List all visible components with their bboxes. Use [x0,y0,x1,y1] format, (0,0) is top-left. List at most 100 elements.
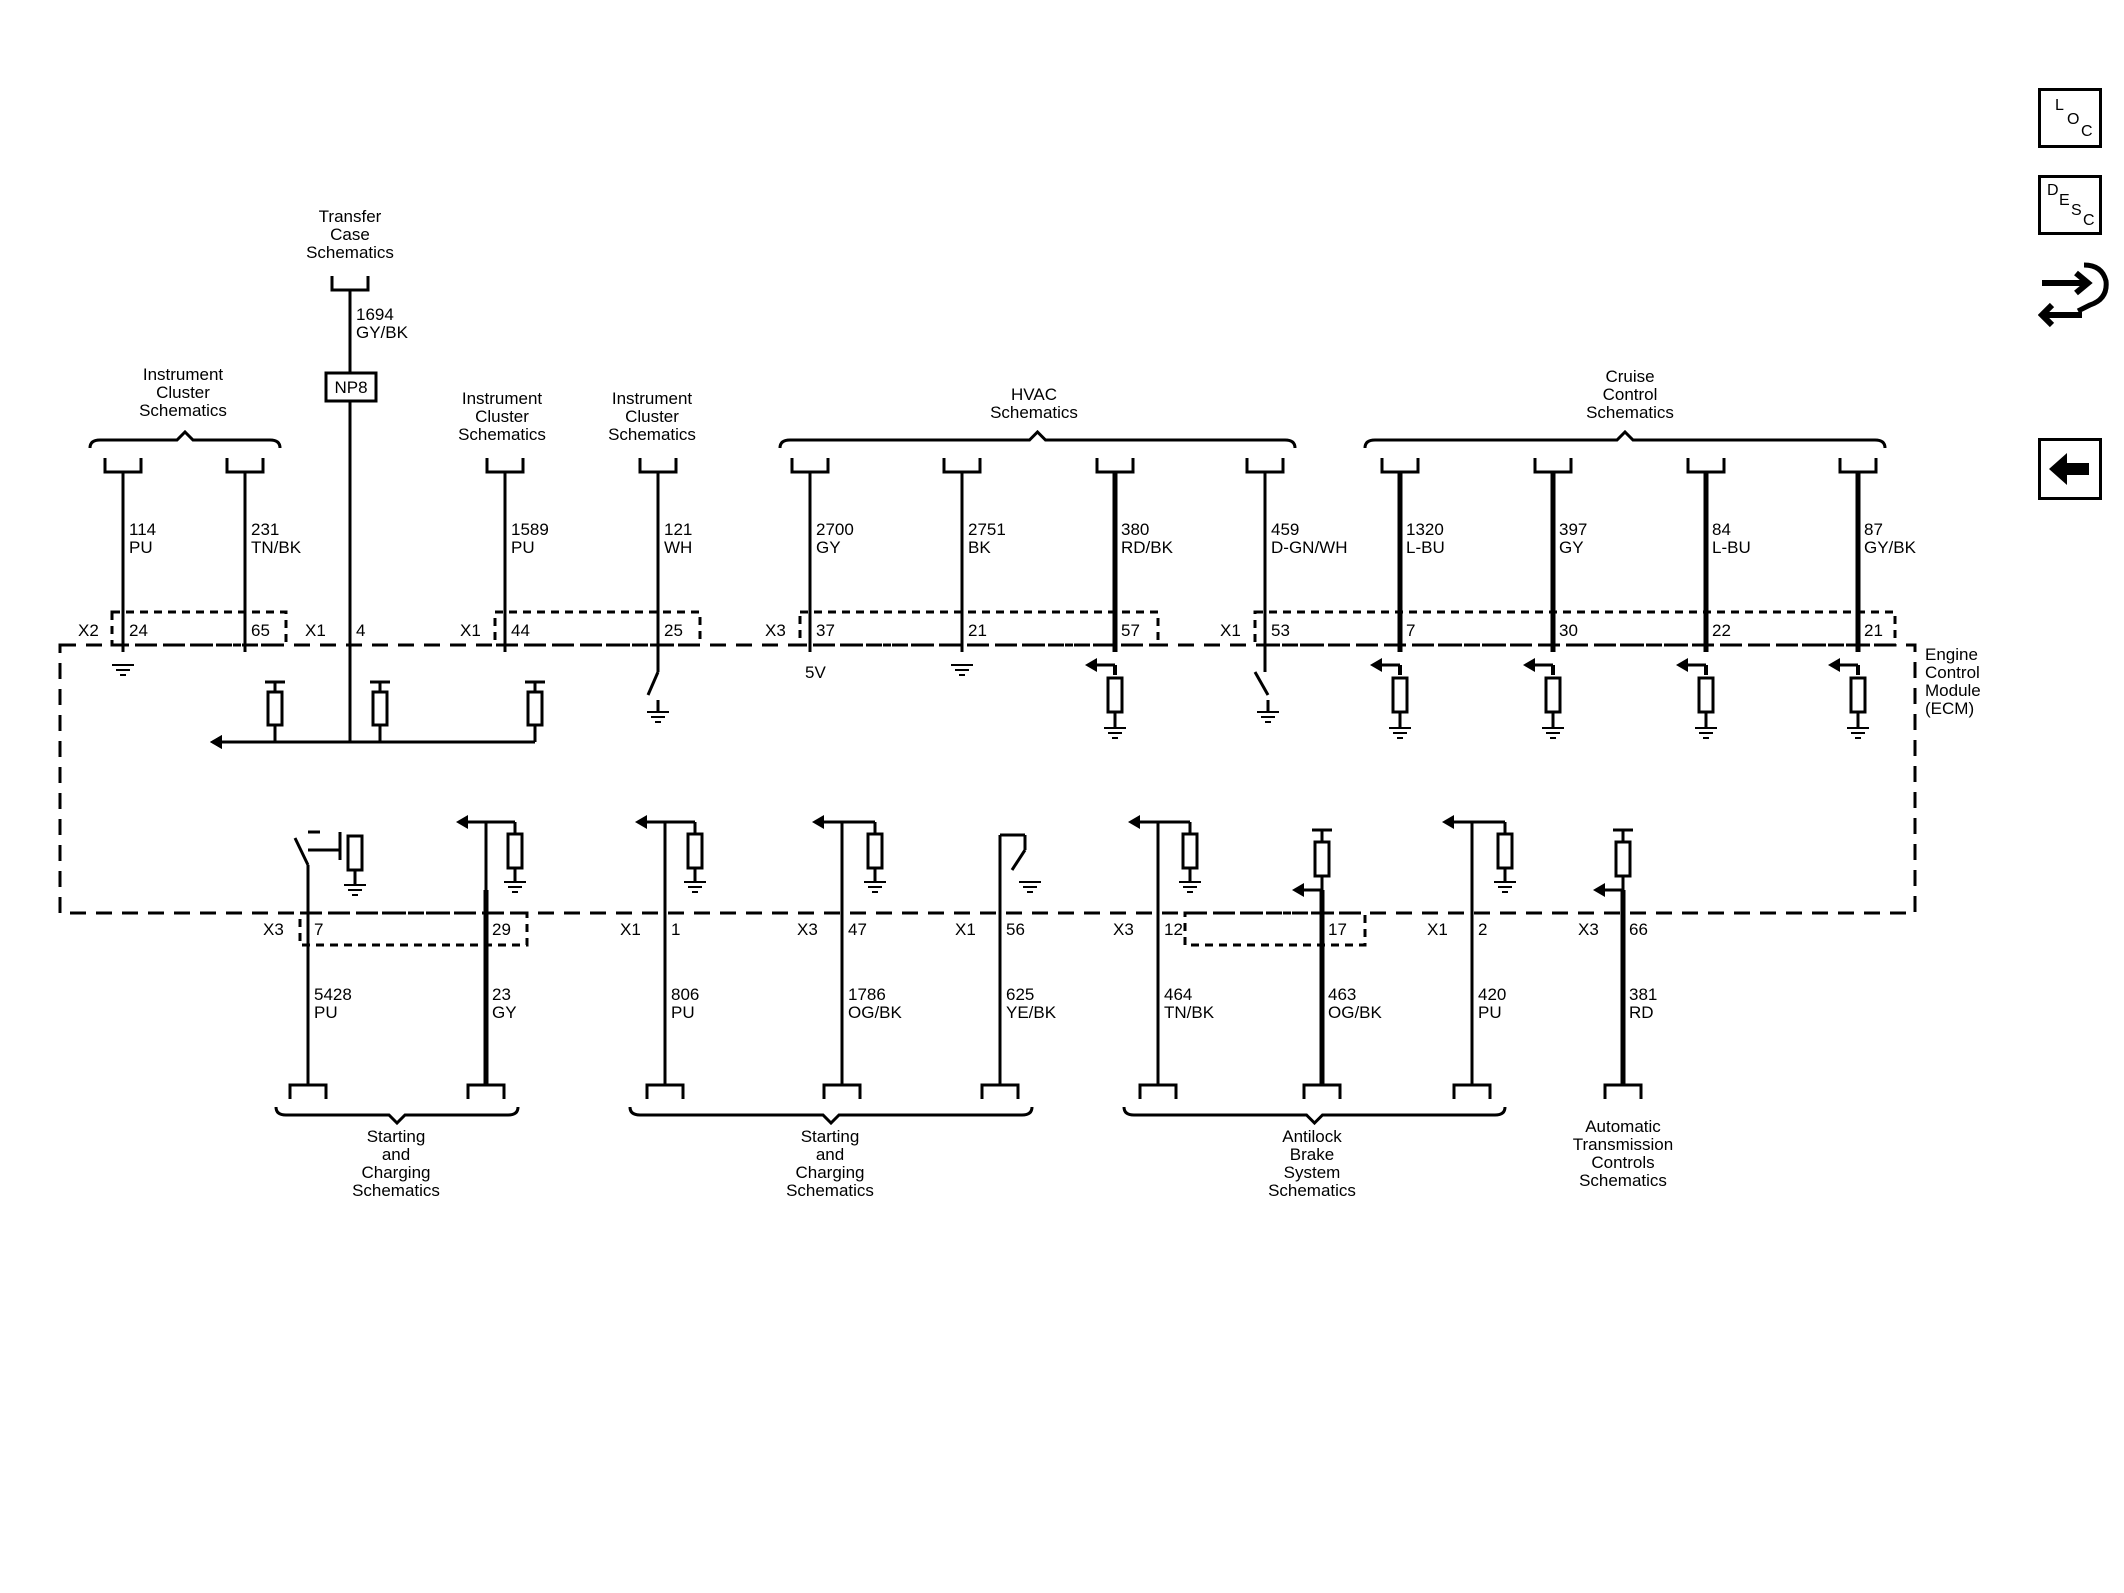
connector-id: X1 [1220,621,1241,640]
desc-char-e: E [2059,192,2070,209]
back-arrow-shape [2049,453,2089,485]
input-arrow [1523,658,1535,672]
connector-bracket [822,1083,862,1099]
pin-number: 1 [671,920,680,939]
output-arrow [456,815,468,829]
pulldown-resistor [686,832,704,870]
wire-circuit-number: 397 [1559,520,1587,539]
ground-symbol [1389,727,1411,739]
pin-number: 29 [492,920,511,939]
wire-circuit-number: 420 [1478,985,1506,1004]
loc-char-c: C [2081,123,2093,140]
back-arrow-icon[interactable] [2038,438,2102,500]
ground-symbol [112,664,134,676]
wire-color-code: PU [314,1003,338,1022]
top-group-brace [1363,429,1887,449]
ground-symbol [1494,881,1516,893]
wire-color-code: RD [1629,1003,1654,1022]
np8-connector: NP8 [324,371,378,403]
connector-bracket [1603,1083,1643,1099]
top-terminal [485,458,525,474]
ground-symbol [504,881,526,893]
wire-circuit-number: 231 [251,520,279,539]
pullup-resistor [1313,840,1331,878]
pullup-resistor [526,690,544,727]
ground-symbol [951,664,973,676]
output-arrow [1442,815,1454,829]
pulldown-resistor [1697,676,1715,714]
ecm-boundary [58,643,1917,915]
bottom-group-brace [274,1106,520,1126]
top-terminal [103,458,143,474]
input-arrow [1292,883,1304,897]
connector-bracket [645,1083,685,1099]
wire-circuit-number: 121 [664,520,692,539]
ground-symbol [1257,711,1279,723]
bottom-group-label: Brake [1290,1145,1334,1164]
wire-circuit-number: 2751 [968,520,1006,539]
connector-id: X1 [305,621,326,640]
top-terminal [1245,458,1285,474]
troubleshoot-icon[interactable] [2038,255,2110,335]
ground-symbol [1847,727,1869,739]
bottom-group-label: Charging [796,1163,865,1182]
input-arrow [1593,883,1605,897]
wire-color-code: L-BU [1712,538,1751,557]
desc-icon[interactable]: D E S C [2038,175,2102,235]
input-arrow [1828,658,1840,672]
top-group-label: Cluster [475,407,529,426]
top-terminal [1380,458,1420,474]
transfer-case-terminal [330,276,370,292]
top-group-label: Transfer [319,207,382,226]
wire-color-code: WH [664,538,692,557]
pulldown-resistor [1496,832,1514,870]
top-group-label: Schematics [990,403,1078,422]
wire-circuit-number: 463 [1328,985,1356,1004]
wire-circuit-number: 1589 [511,520,549,539]
ground-symbol [864,881,886,893]
ground-symbol [647,711,669,723]
wire-circuit-number: 459 [1271,520,1299,539]
top-terminal [638,458,678,474]
wire-color-code: OG/BK [848,1003,903,1022]
switch-contact [1010,849,1027,871]
pin-number: 25 [664,621,683,640]
top-group-label: Schematics [306,243,394,262]
pin-number: 44 [511,621,530,640]
pin-number: 30 [1559,621,1578,640]
pullup-resistor [371,690,389,727]
switch-contact [293,837,310,866]
module-label-3: Module [1925,681,1981,700]
top-group-brace [778,429,1297,449]
wire-color-code: OG/BK [1328,1003,1383,1022]
wire-color-code: GY/BK [1864,538,1917,557]
top-terminal [225,458,265,474]
loc-icon[interactable]: L O C [2038,88,2102,148]
bottom-group-label: Starting [801,1127,860,1146]
wire-color-code: PU [511,538,535,557]
connector-bracket [1533,458,1573,474]
wire-circuit-number: 87 [1864,520,1883,539]
output-arrow [812,815,824,829]
wire-color-code: TN/BK [1164,1003,1215,1022]
connector-id: X1 [955,920,976,939]
connector-bracket [980,1083,1020,1099]
pin-number: 37 [816,621,835,640]
ground-symbol [684,881,706,893]
wire-circuit-number: 23 [492,985,511,1004]
top-group-label: Schematics [458,425,546,444]
pin-number: 12 [1164,920,1183,939]
wire-color-code: RD/BK [1121,538,1174,557]
wire-color-code: BK [968,538,991,557]
pin-number: 66 [1629,920,1648,939]
wire-color-code: D-GN/WH [1271,538,1347,557]
bottom-group-brace [1122,1106,1507,1126]
pulldown-resistor [1391,676,1409,714]
top-group-label: Schematics [139,401,227,420]
bottom-group-label: Schematics [786,1181,874,1200]
connector-bracket [1138,1083,1178,1099]
pin-number: 57 [1121,621,1140,640]
wire-circuit-number: 1786 [848,985,886,1004]
module-label-1: Engine [1925,645,1978,664]
